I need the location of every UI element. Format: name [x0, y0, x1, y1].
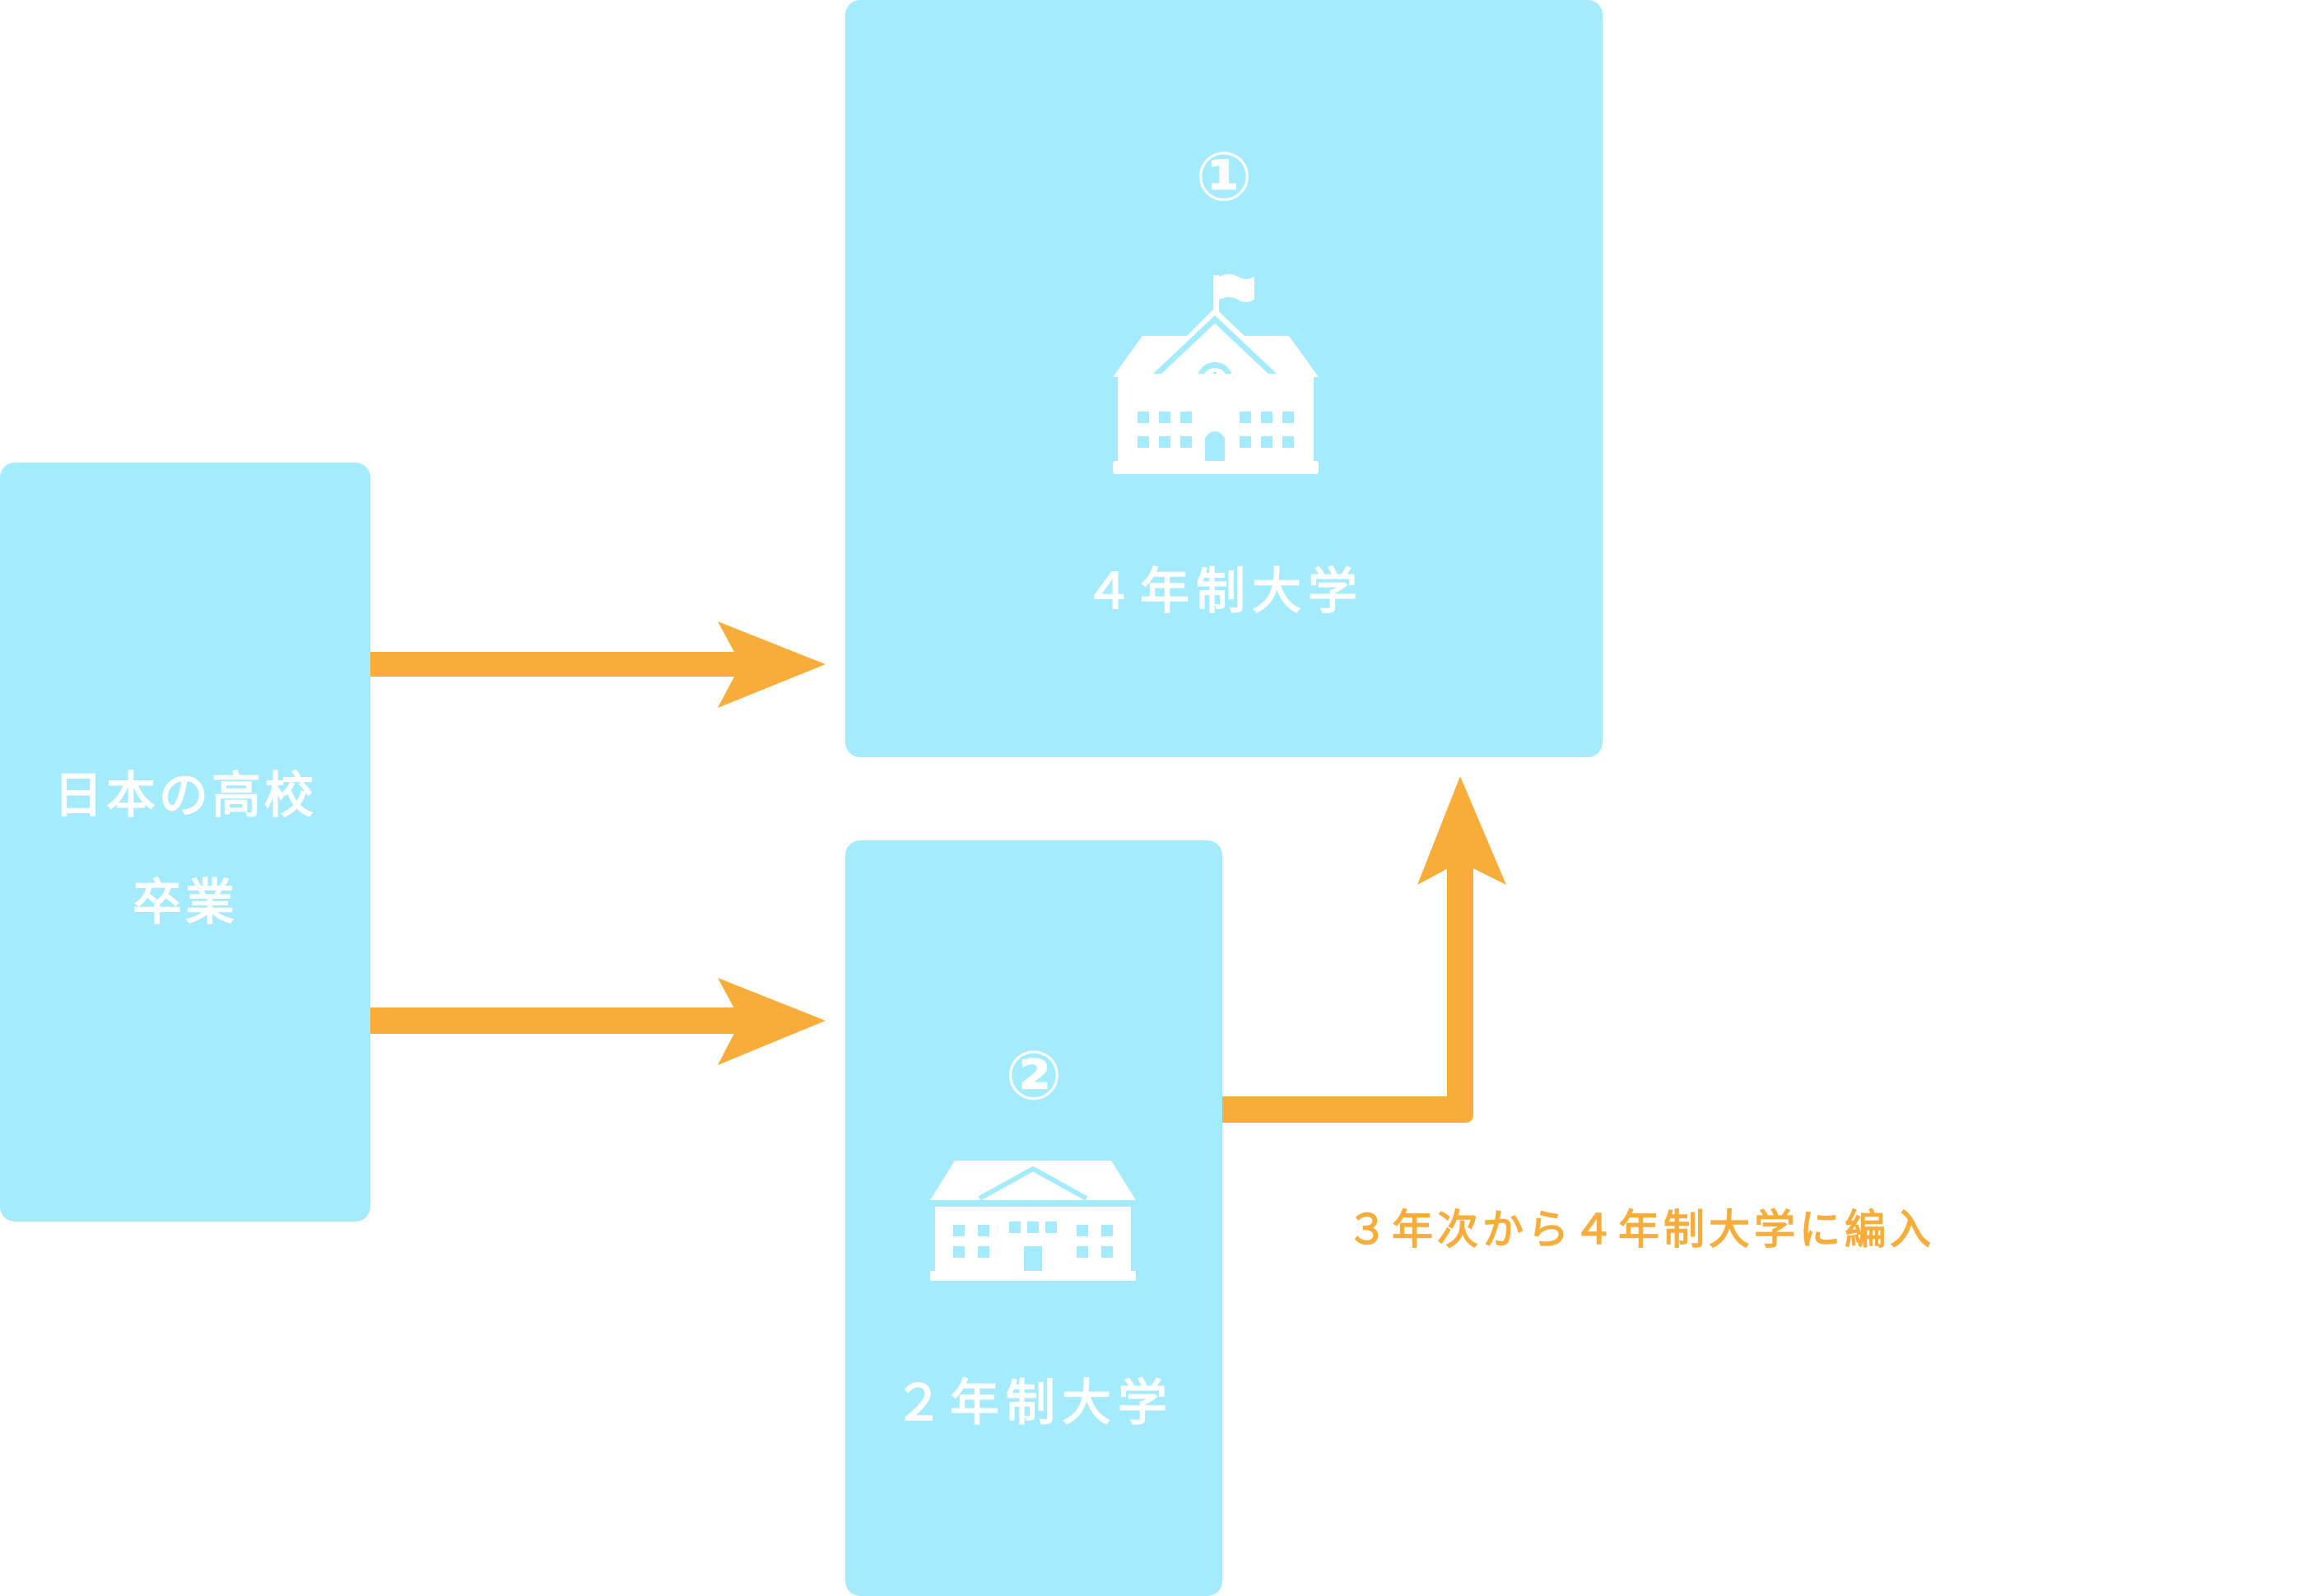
arrow-transfer-to-four-year: [1222, 776, 1506, 1123]
source-label-line1: 日本の高校: [54, 767, 317, 825]
two-year-label: ２年制大学: [894, 1375, 1174, 1432]
four-year-label: ４年制大学: [1084, 563, 1364, 621]
two-year-number: ②: [1005, 1037, 1063, 1115]
source-label-line2: 卒業: [133, 874, 238, 932]
school-building-icon: [930, 1161, 1136, 1281]
source-box-highschool-graduate: [0, 463, 370, 1221]
arrow-to-two-year: [370, 978, 826, 1065]
university-building-icon: [1113, 274, 1319, 474]
arrow-to-four-year: [370, 621, 826, 708]
four-year-number: ①: [1195, 138, 1253, 216]
transfer-note: ３年次から４年制大学に編入: [1347, 1206, 1935, 1254]
